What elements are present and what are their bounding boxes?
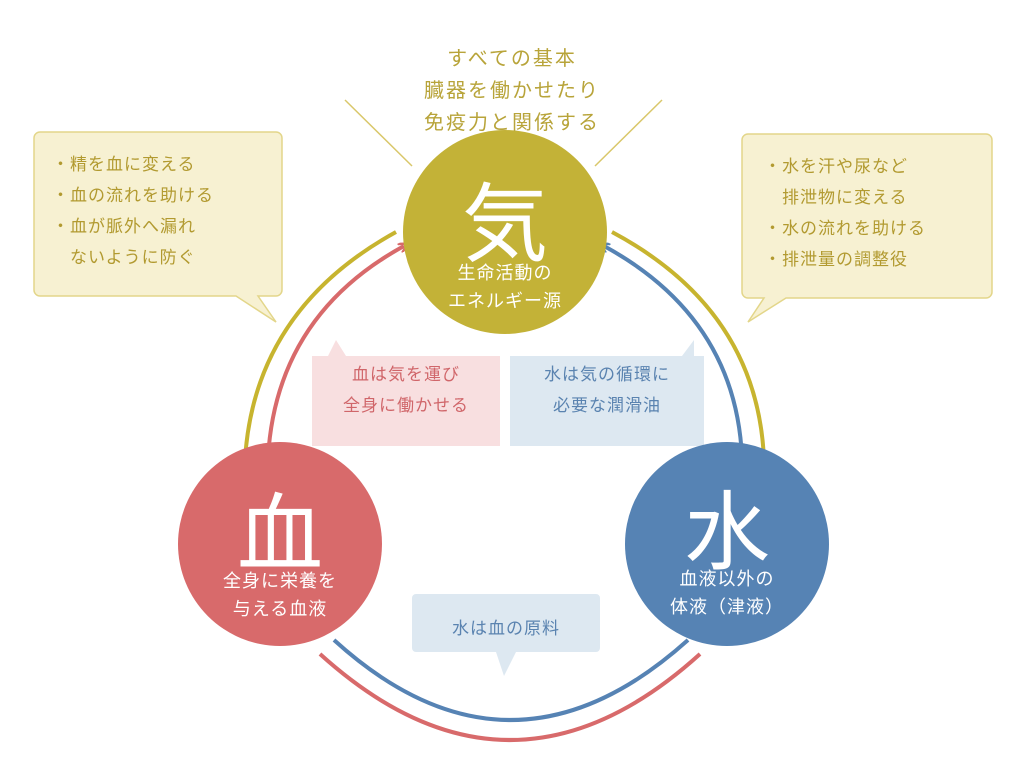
callout-line: ・血が脈外へ漏れ	[52, 217, 196, 237]
node-desc-line: 体液（津液）	[670, 597, 784, 618]
relation-line: 全身に働かせる	[343, 396, 469, 416]
top-note-line: 臓器を働かせたり	[424, 78, 600, 102]
node-desc-line: 与える血液	[232, 599, 328, 620]
relation-water-to-qi: 水は気の循環に 必要な潤滑油	[510, 360, 704, 422]
qi-node-desc: 生命活動の エネルギー源	[405, 260, 605, 316]
water-node-circle	[625, 442, 829, 646]
relation-box-blue-top	[510, 340, 704, 446]
arrow-water-to-qi	[604, 246, 744, 459]
top-note-line-left	[344, 99, 413, 167]
arrow-water-to-blood	[332, 638, 690, 722]
callout-line: ・血の流れを助ける	[52, 186, 214, 206]
water-node-char: 水	[684, 483, 770, 583]
blood-node-char: 血	[237, 485, 323, 585]
top-note: すべての基本 臓器を働かせたり 免疫力と関係する	[424, 42, 600, 138]
callout-line: ・水を汗や尿など	[764, 157, 908, 177]
arrow-qi-to-blood	[245, 230, 397, 460]
relation-line: 血は気を運び	[352, 365, 460, 385]
node-desc-line: エネルギー源	[448, 291, 562, 312]
callout-line: ないように防ぐ	[52, 248, 196, 268]
arrow-qi-to-water	[611, 230, 764, 460]
callout-qi-blood: ・精を血に変える ・血の流れを助ける ・血が脈外へ漏れ ないように防ぐ	[52, 150, 214, 274]
arrow-blood-water-outer	[318, 652, 702, 742]
node-desc-line: 生命活動の	[457, 263, 553, 284]
water-node-desc: 血液以外の 体液（津液）	[627, 566, 827, 622]
relation-line: 水は気の循環に	[544, 365, 670, 385]
callout-line: 排泄物に変える	[764, 188, 908, 208]
callout-line: ・排泄量の調整役	[764, 250, 908, 270]
callout-line: ・精を血に変える	[52, 155, 196, 175]
relation-box-blue-bottom	[412, 594, 600, 676]
qi-node-circle	[403, 130, 607, 334]
relation-box-pink	[312, 340, 500, 446]
relation-line: 水は血の原料	[452, 619, 560, 639]
relation-water-to-blood: 水は血の原料	[413, 600, 599, 658]
qi-node-char: 気	[462, 175, 548, 275]
callout-box-right	[741, 133, 993, 323]
callout-line: ・水の流れを助ける	[764, 219, 926, 239]
top-note-line: 免疫力と関係する	[424, 110, 600, 134]
callout-qi-water: ・水を汗や尿など 排泄物に変える ・水の流れを助ける ・排泄量の調整役	[764, 152, 926, 276]
blood-node-circle	[178, 442, 382, 646]
callout-box-left	[33, 131, 283, 323]
relation-line: 必要な潤滑油	[553, 396, 661, 416]
node-desc-line: 全身に栄養を	[223, 571, 337, 592]
node-desc-line: 血液以外の	[679, 569, 775, 590]
top-note-line: すべての基本	[447, 46, 577, 70]
relation-blood-to-qi: 血は気を運び 全身に働かせる	[312, 360, 500, 422]
arrow-blood-to-qi	[266, 246, 404, 459]
top-note-line-right	[594, 99, 663, 167]
blood-node-desc: 全身に栄養を 与える血液	[180, 568, 380, 624]
